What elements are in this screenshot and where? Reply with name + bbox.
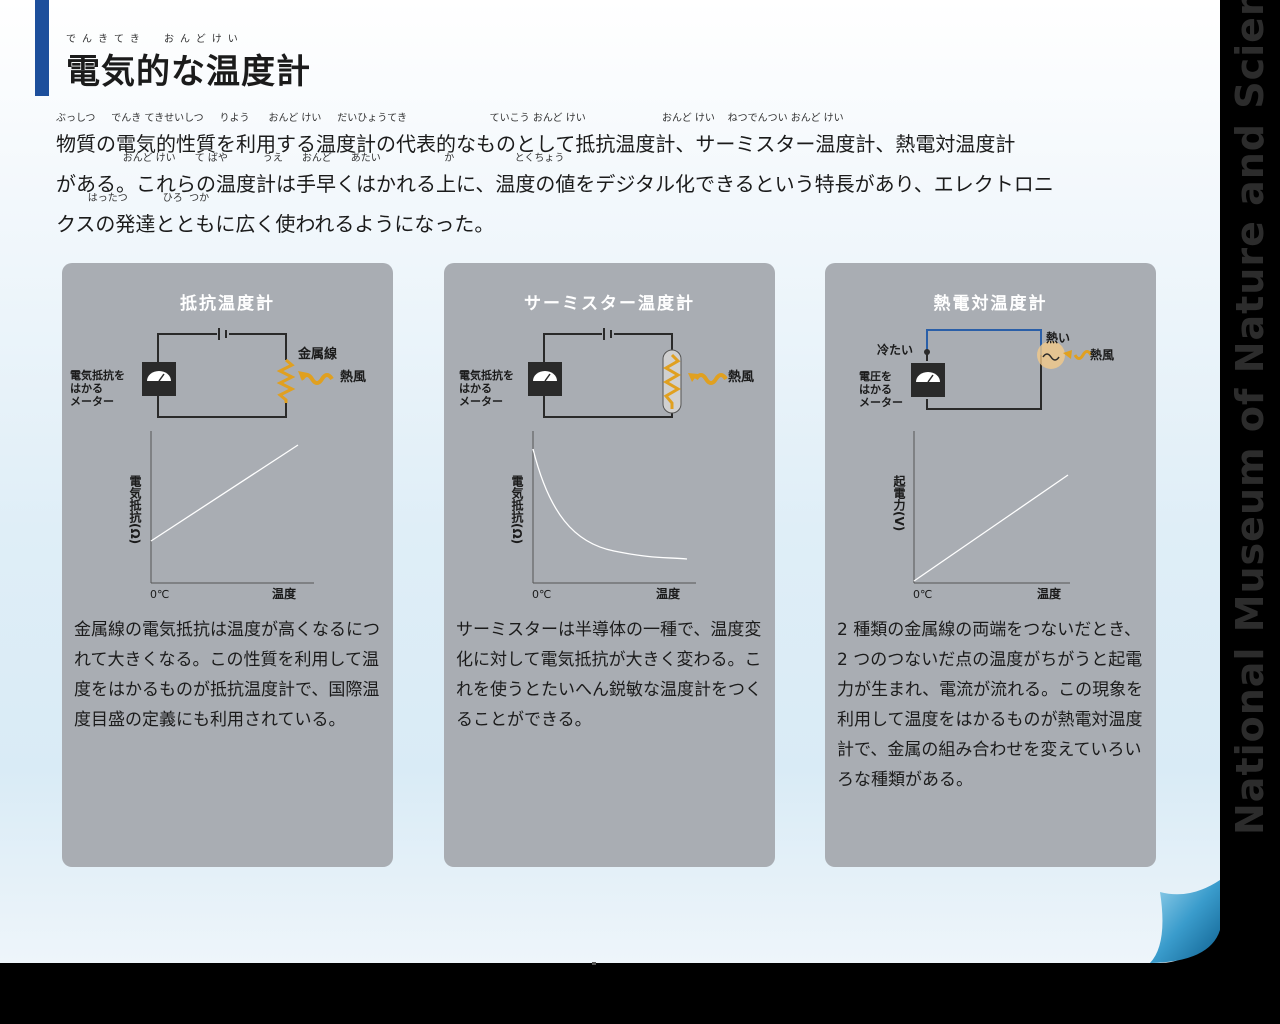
intro-ruby: おんど けい て ばや うえ おんど あたい か とくちょう: [56, 153, 565, 164]
metal-wire-a: [926, 329, 1042, 355]
circuit-wire: [543, 333, 673, 418]
circuit: [543, 328, 673, 418]
bottom-mark: [592, 962, 596, 965]
x-origin-label: 0℃: [913, 588, 932, 601]
panel-thermistor-thermometer: サーミスター温度計 熱風 電気抵抗を はかる: [444, 263, 775, 867]
heat-arrow-icon: [688, 373, 698, 382]
resistance-diagram: 金属線 熱風 電気抵抗を はかる メーター 0℃ 温度 電気抵抗(Ω): [70, 328, 366, 601]
intro-line: ぶっしつ でんき てきせいしつ りよう おんど けい だいひょうてき ていこう …: [56, 112, 1176, 157]
heat-label: 熱風: [728, 369, 754, 385]
graph: 0℃ 温度 電気抵抗(Ω): [510, 431, 696, 601]
circuit-wire: [157, 333, 287, 418]
heat-arrow-icon: [1063, 350, 1072, 359]
heat-arrow-icon: [298, 371, 308, 381]
meter-icon: [911, 363, 945, 397]
panel-description: 2 種類の金属線の両端をつないだとき、2 つのつないだ点の温度がちがうと起電力が…: [837, 620, 1144, 790]
circuit: [157, 328, 287, 418]
x-axis-label: 温度: [1037, 586, 1062, 601]
page-title: 電気的な温度計: [66, 52, 311, 92]
meter-label-line: 電圧を: [859, 370, 892, 383]
cold-junction: [924, 349, 930, 355]
metal-wire-label: 金属線: [297, 346, 338, 362]
meter-label-line: はかる: [70, 382, 103, 395]
thermistor-coil: [663, 353, 681, 409]
metal-wire-coil: [276, 358, 296, 403]
meter-label-line: はかる: [459, 382, 492, 395]
page-curl-icon: [1150, 880, 1220, 963]
y-axis-label: 電気抵抗(Ω): [128, 475, 142, 545]
hot-junction-glow: [1037, 341, 1065, 369]
meter-label-line: 電気抵抗を: [459, 368, 514, 382]
panel-title: サーミスター温度計: [524, 294, 695, 314]
x-origin-label: 0℃: [532, 588, 551, 601]
meter-label-line: 電気抵抗を: [70, 368, 125, 382]
heat-wave-icon: [1073, 350, 1093, 360]
meter-label-line: メーター: [70, 395, 114, 408]
panel-thermocouple-thermometer: 熱電対温度計 冷たい 熱い 熱風 電圧を はかる メーター: [825, 263, 1156, 867]
panel-description: 金属線の電気抵抗は温度が高くなるにつれて大きくなる。この性質を利用して温度をはか…: [74, 620, 380, 730]
graph: 0℃ 温度 電気抵抗(Ω): [128, 431, 314, 601]
title-ruby: でんきてき おんどけい: [66, 34, 244, 45]
museum-name-vertical: National Museum of Nature and Science: [1228, 0, 1272, 835]
meter-icon: [142, 362, 176, 396]
intro-line: はったつ ひろ つか クスの発達とともに広く使われるようになった。: [56, 192, 1176, 237]
intro-text: クスの発達とともに広く使われるようになった。: [56, 212, 495, 236]
graph: 0℃ 温度 起電力(V): [892, 431, 1070, 601]
intro-text: がある。これらの温度計は手早くはかれる上に、温度の値をデジタル化できるという特長…: [56, 172, 1054, 196]
intro-paragraph: ぶっしつ でんき てきせいしつ りよう おんど けい だいひょうてき ていこう …: [56, 112, 1176, 237]
panel-resistance-thermometer: 抵抗温度計 金属線 熱風 電気抵抗を はかる メ: [62, 263, 393, 867]
meter-label-line: はかる: [859, 383, 892, 396]
right-edge: [1220, 0, 1280, 963]
y-axis-label: 起電力(V): [892, 474, 906, 532]
cold-label: 冷たい: [877, 342, 913, 357]
heat-label: 熱風: [340, 369, 366, 385]
x-origin-label: 0℃: [150, 588, 169, 601]
panel-title: 熱電対温度計: [933, 294, 1048, 314]
x-axis-label: 温度: [272, 586, 297, 601]
panel-description: サーミスターは半導体の一種で、温度変化に対して電気抵抗が大きく変わる。これを使う…: [456, 620, 762, 730]
intro-text: 物質の電気的性質を利用する温度計の代表的なものとして抵抗温度計、サーミスター温度…: [56, 132, 1016, 156]
resistance-curve: [150, 444, 299, 542]
content-card: でんきてき おんどけい 電気的な温度計 ぶっしつ でんき てきせいしつ りよう …: [0, 0, 1220, 963]
meter-label-line: メーター: [859, 396, 903, 409]
y-axis-label: 電気抵抗(Ω): [510, 475, 524, 545]
x-axis-label: 温度: [656, 586, 681, 601]
hot-label: 熱い: [1046, 330, 1070, 345]
heat-label: 熱風: [1090, 347, 1114, 362]
meter-icon: [528, 362, 562, 396]
emf-curve: [913, 474, 1069, 582]
thermocouple-diagram: 冷たい 熱い 熱風 電圧を はかる メーター 0℃ 温度 起電力(V): [859, 329, 1114, 601]
thermistor-diagram: 熱風 電気抵抗を はかる メーター 0℃ 温度 電気抵抗(Ω): [459, 328, 754, 601]
heat-wave-icon: [300, 373, 334, 385]
intro-ruby: ぶっしつ でんき てきせいしつ りよう おんど けい だいひょうてき ていこう …: [56, 113, 844, 124]
panel-title: 抵抗温度計: [180, 294, 275, 314]
heat-wave-icon: [694, 373, 728, 385]
resistance-curve: [532, 448, 688, 560]
intro-line: おんど けい て ばや うえ おんど あたい か とくちょう がある。これらの温…: [56, 152, 1176, 197]
hot-junction: [1042, 353, 1060, 361]
title-accent-bar: [35, 0, 49, 96]
meter-label-line: メーター: [459, 395, 503, 408]
intro-ruby: はったつ ひろ つか: [56, 193, 210, 204]
